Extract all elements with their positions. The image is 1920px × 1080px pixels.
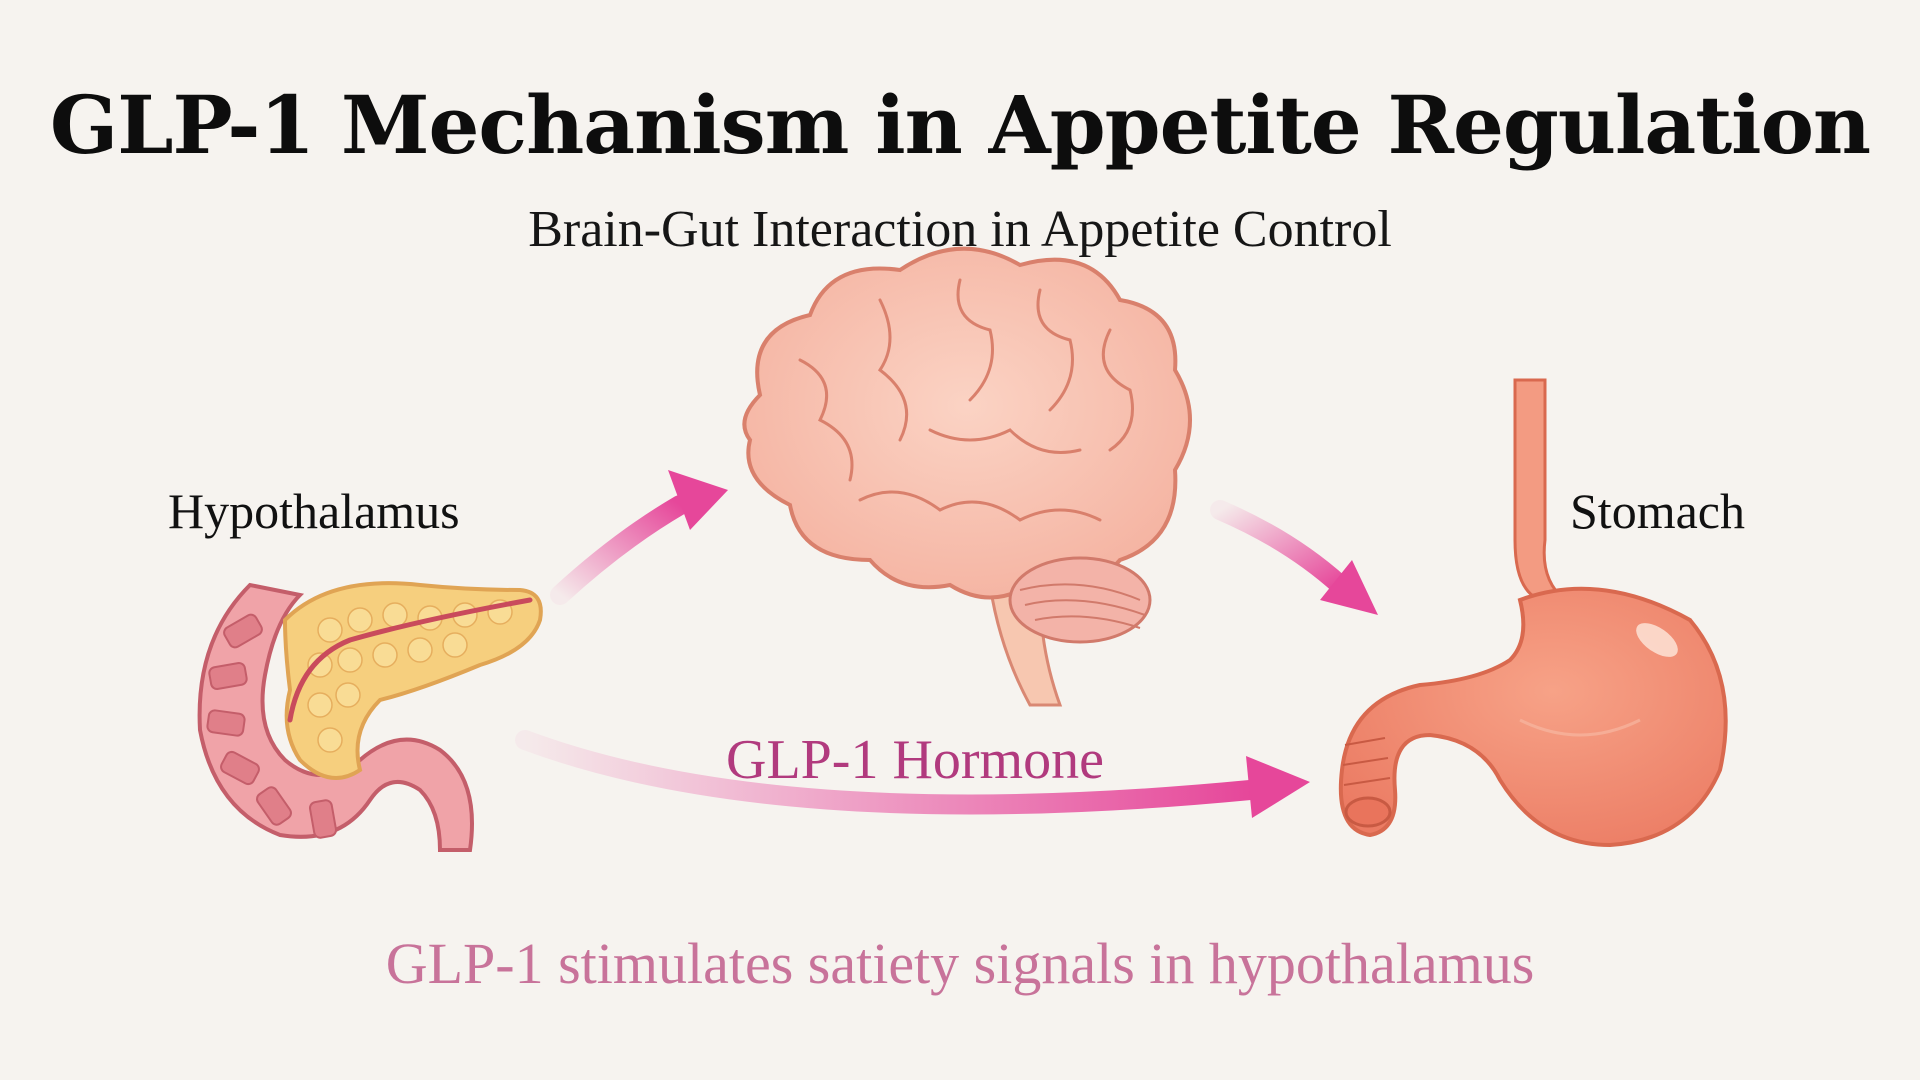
brain-icon xyxy=(742,246,1192,707)
label-glp1-hormone: GLP-1 Hormone xyxy=(726,729,1104,791)
arrow-to-brain xyxy=(550,470,728,605)
arrow-hormone xyxy=(515,730,1310,818)
stomach-icon xyxy=(1338,378,1728,848)
arrow-to-stomach-top xyxy=(1210,500,1378,615)
label-stomach: Stomach xyxy=(1570,483,1745,539)
pancreas-icon xyxy=(197,581,543,852)
page-title: GLP-1 Mechanism in Appetite Regulation xyxy=(49,78,1871,172)
label-hypothalamus: Hypothalamus xyxy=(168,483,460,539)
caption: GLP-1 stimulates satiety signals in hypo… xyxy=(385,931,1535,996)
